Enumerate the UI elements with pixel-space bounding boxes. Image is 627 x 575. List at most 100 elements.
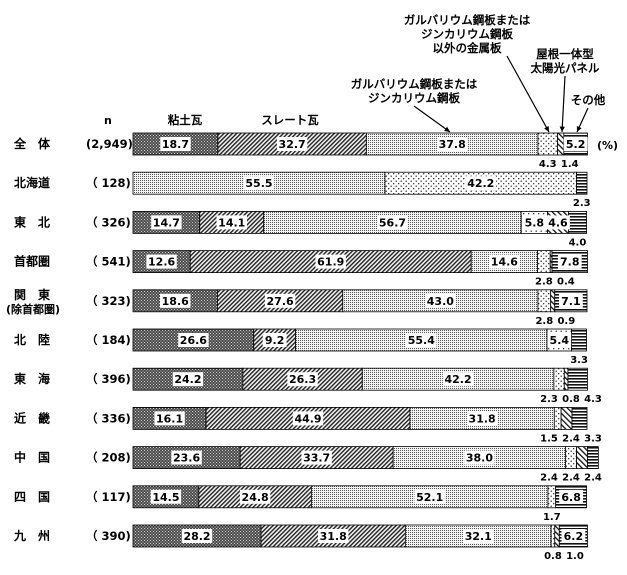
bar-segment — [554, 524, 560, 548]
data-label-small: 2.3 — [573, 198, 591, 209]
data-label-small: 0.8 — [544, 551, 562, 562]
row-n: （ 323) — [86, 294, 131, 308]
data-label: 5.2 — [566, 138, 586, 151]
data-label-bg — [150, 489, 182, 504]
legend-label: ガルバリウム鋼板または — [404, 13, 531, 27]
data-label-small: 4.3 — [539, 159, 557, 170]
row-label: 東 北 — [14, 214, 50, 229]
data-label: 5.8 — [525, 216, 545, 229]
data-label-bg — [465, 176, 496, 191]
data-label: 38.0 — [466, 452, 493, 465]
legend-arrow-head — [444, 126, 450, 132]
bar-segment — [576, 171, 588, 195]
data-label-bg — [406, 333, 437, 347]
data-label: 7.8 — [560, 256, 580, 269]
bar-segment — [550, 524, 556, 548]
data-label-bg — [563, 137, 588, 151]
bar-segment — [576, 446, 588, 470]
data-label: 9.2 — [265, 334, 285, 347]
legend-label: 以外の金属板 — [433, 41, 502, 55]
row-n: （ 541) — [86, 255, 131, 269]
data-label: 14.1 — [218, 216, 245, 229]
row-n: （ 208) — [86, 451, 131, 465]
data-label-bg — [276, 137, 308, 151]
data-label: 16.1 — [156, 412, 183, 425]
data-label-small: 2.4 — [584, 473, 602, 484]
data-label-bg — [292, 411, 324, 426]
data-label: 33.7 — [303, 452, 330, 465]
legend-entry: その他 — [571, 93, 606, 107]
legend-leader-line — [506, 55, 550, 133]
data-label-bg — [243, 176, 275, 191]
data-label-small: 2.8 — [535, 316, 553, 327]
data-label-bg — [146, 254, 177, 269]
data-label-bg — [181, 529, 213, 543]
data-label-small: 1.4 — [561, 159, 579, 170]
legend-arrow-head — [544, 126, 549, 132]
data-label: 31.8 — [320, 530, 347, 543]
legend-entry: 粘土瓦 — [168, 113, 203, 127]
data-label: 43.0 — [427, 295, 454, 308]
data-label-small: 3.3 — [584, 433, 602, 444]
data-label-bg — [171, 450, 202, 465]
data-label-bg — [154, 411, 185, 426]
data-label-small: 2.4 — [562, 433, 580, 444]
legend-entry: スレート瓦 — [261, 113, 319, 127]
data-label: 26.6 — [180, 334, 207, 347]
row-label: 北海道 — [14, 175, 50, 190]
data-label: 26.3 — [289, 373, 316, 386]
row-n: （ 117) — [86, 490, 131, 504]
data-label: 27.6 — [267, 295, 294, 308]
bar-segment — [537, 289, 552, 313]
data-label-bg — [160, 293, 191, 308]
data-label: 6.8 — [561, 491, 581, 504]
bar-segment — [550, 289, 556, 313]
row-n: （ 396) — [86, 372, 131, 386]
legend-label: 粘土瓦 — [168, 113, 203, 127]
data-label-bg — [561, 529, 586, 543]
data-label: 23.6 — [173, 452, 200, 465]
data-label-bg — [546, 215, 570, 230]
data-label-small: 2.4 — [562, 473, 580, 484]
data-label: 44.9 — [294, 412, 321, 425]
row-n: （ 326) — [86, 215, 131, 229]
data-label: 14.7 — [153, 216, 180, 229]
row-label: 首都圏 — [14, 254, 50, 269]
data-label-small: 0.4 — [557, 277, 575, 288]
data-label-bg — [559, 489, 584, 504]
row-label: 近 畿 — [14, 410, 50, 425]
data-label-bg — [178, 333, 209, 347]
data-label-bg — [489, 254, 520, 269]
data-label-small: 1.0 — [566, 551, 584, 562]
data-label-bg — [425, 293, 456, 308]
legend-label: スレート瓦 — [261, 113, 319, 127]
row-n: （ 390) — [86, 529, 131, 543]
bar-segment — [571, 406, 588, 430]
row-label: 全 体 — [13, 136, 51, 151]
legend-label: ジンカリウム鋼板 — [368, 91, 460, 105]
row-n: (2,949) — [86, 137, 133, 151]
data-label: 7.1 — [561, 295, 581, 308]
data-label-bg — [558, 293, 583, 308]
data-label-small: 1.5 — [540, 433, 558, 444]
data-label: 42.2 — [467, 177, 494, 190]
data-label-bg — [301, 450, 332, 465]
row-sublabel: (除首都圏) — [6, 302, 60, 316]
data-label-small: 2.8 — [535, 277, 553, 288]
row-label: 四 国 — [14, 490, 50, 504]
data-label: 18.7 — [162, 138, 189, 151]
data-label-bg — [160, 137, 191, 151]
bar-segment — [547, 485, 557, 509]
data-label: 14.6 — [491, 256, 518, 269]
row-label: 関 東 — [14, 287, 50, 302]
data-label-small: 2.4 — [540, 473, 558, 484]
legend-arrow-head — [559, 126, 565, 132]
data-label-bg — [557, 254, 582, 269]
data-label: 28.2 — [183, 530, 210, 543]
data-label: 18.6 — [162, 295, 189, 308]
bar-segment — [537, 250, 551, 274]
bar-segment — [553, 367, 565, 391]
